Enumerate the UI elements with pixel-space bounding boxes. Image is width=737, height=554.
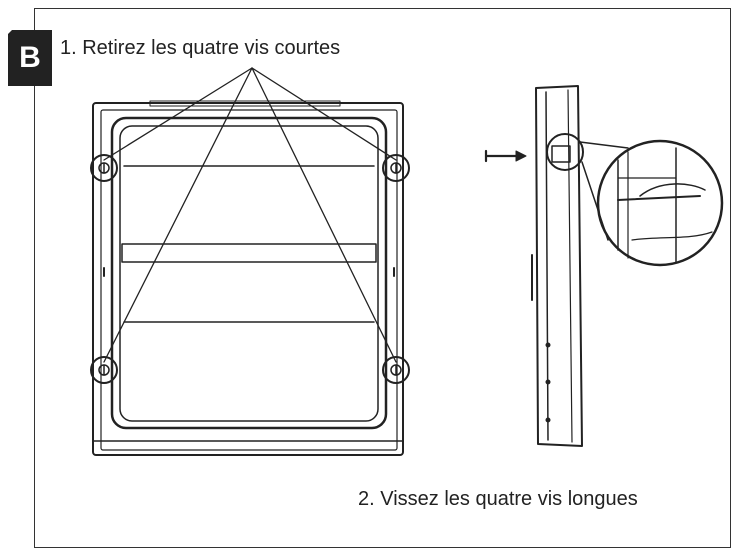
detail-callout bbox=[546, 133, 724, 267]
leader-lines bbox=[103, 67, 397, 363]
step1-text: 1. Retirez les quatre vis courtes bbox=[60, 37, 341, 59]
screw-top-right bbox=[382, 154, 410, 182]
side-door-view bbox=[531, 85, 583, 447]
step2-text: 2. Vissez les quatre vis longues bbox=[358, 488, 638, 510]
badge-letter: B bbox=[19, 41, 41, 74]
front-door-view bbox=[92, 100, 404, 456]
screw-bottom-left bbox=[90, 356, 118, 384]
screw-bottom-right bbox=[382, 356, 410, 384]
figure-frame bbox=[34, 8, 731, 548]
screw-arrow bbox=[484, 149, 527, 163]
screw-top-left bbox=[90, 154, 118, 182]
badge-shape bbox=[8, 30, 52, 86]
step-badge: B bbox=[8, 30, 52, 86]
